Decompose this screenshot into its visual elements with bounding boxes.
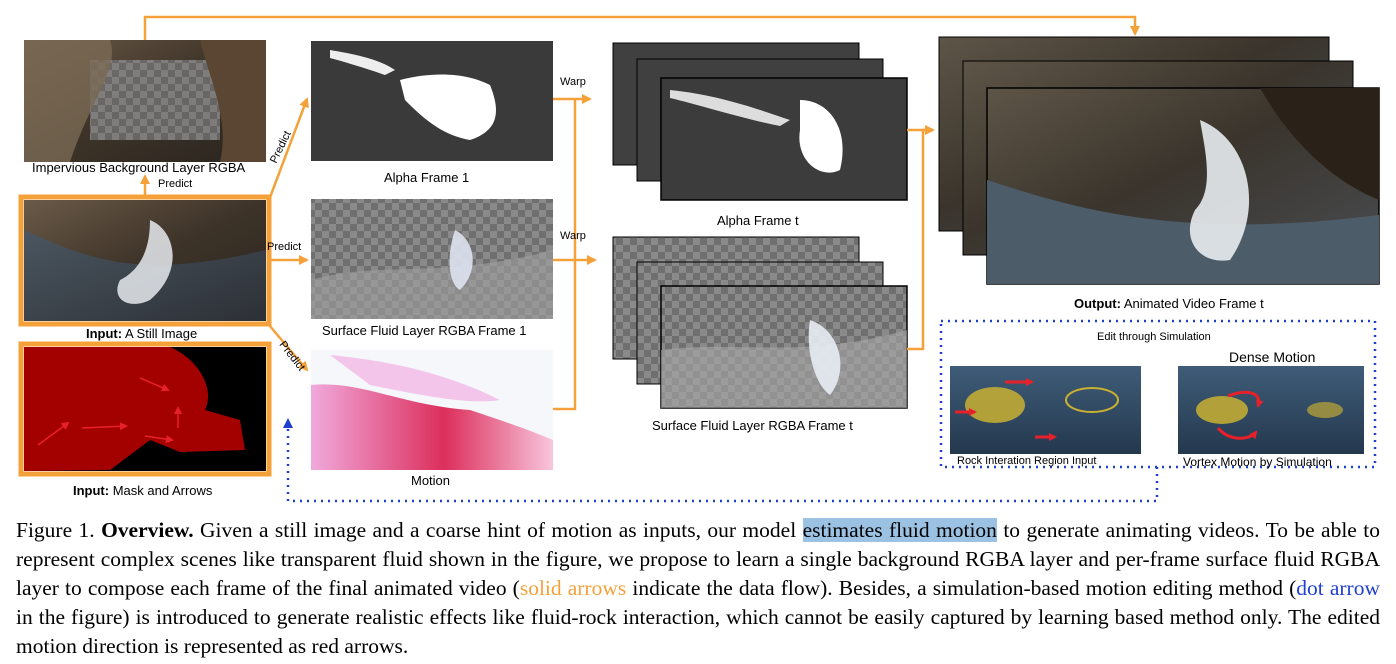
alpha-frame-t-stack [612,42,908,201]
alpha-frame-1-image [311,41,553,161]
motion-image [311,350,553,470]
rock-interaction-image [950,366,1141,454]
warp-alpha-label: Warp [560,76,586,88]
flow-arrows [140,15,1140,411]
motion-label: Motion [411,473,451,488]
vortex-label: Vortex Motion by Simulation [1183,455,1332,469]
rock-input-label: Rock Interation Region Input [957,455,1097,467]
alpha-frame-1-label: Alpha Frame 1 [384,170,470,185]
vortex-motion-image [1178,366,1364,454]
input-image-label: Input: A Still Image [86,326,198,341]
surface-frame-1-label: Surface Fluid Layer RGBA Frame 1 [322,323,527,338]
caption-dot-arrow: dot arrow [1296,576,1380,600]
input-mask-label: Input: Mask and Arrows [73,483,213,498]
edit-title-label: Edit through Simulation [1097,331,1211,343]
predict-surface-label: Predict [267,241,302,253]
predict-up-label: Predict [158,178,193,190]
dense-motion-label: Dense Motion [1229,349,1316,365]
edit-dot-arrow [283,319,1377,503]
input-mask-image [18,341,272,477]
surface-frame-t-label: Surface Fluid Layer RGBA Frame t [652,418,853,433]
surface-fluid-frame-1-image [311,199,553,319]
input-still-image [18,194,272,327]
output-label: Output: Animated Video Frame t [1074,296,1264,311]
bg-layer-label: Impervious Background Layer RGBA [32,160,246,175]
background-layer-image [24,40,266,162]
figure-caption: Figure 1. Overview. Given a still image … [16,518,1380,658]
caption-highlight: estimates fluid motion [802,518,997,542]
warp-surface-label: Warp [560,230,586,242]
alpha-frame-t-label: Alpha Frame t [717,213,799,228]
caption-solid-arrows: solid arrows [519,576,627,600]
surface-fluid-frame-t-stack [612,236,908,409]
overview-diagram [18,15,1380,503]
output-video-stack [938,36,1380,285]
